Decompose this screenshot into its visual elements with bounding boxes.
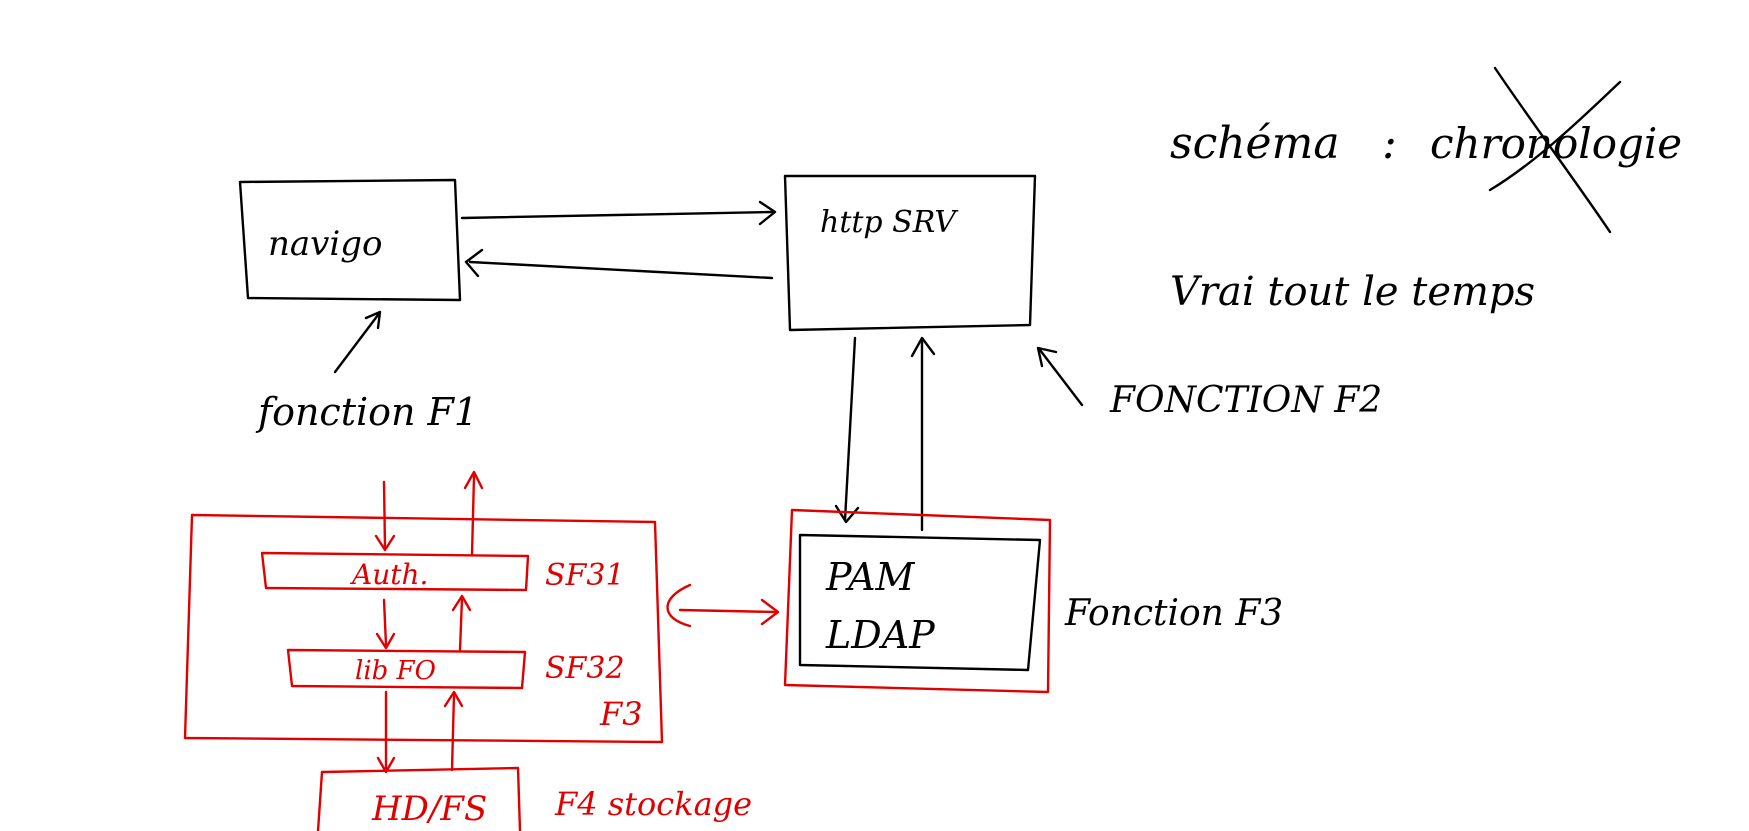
navigo-box — [238, 178, 462, 302]
navigo-node: navigo — [238, 178, 462, 302]
lib-in-arrow — [382, 598, 388, 647]
link-arrow — [678, 608, 777, 614]
auth-label: Auth. — [349, 558, 428, 591]
auth-in-arrowhead — [374, 534, 396, 552]
navigo-label: navigo — [268, 224, 382, 264]
lib-fo-tag: SF32 — [545, 651, 625, 686]
f2-pointer — [1036, 346, 1084, 407]
title-word: schéma — [1170, 118, 1340, 169]
request-arrowhead — [758, 200, 777, 226]
pam-ldap-red-outline — [783, 508, 1052, 694]
hd-out-arrowhead — [443, 690, 464, 708]
http-srv-label: http SRV — [820, 205, 959, 240]
title-struck-word: chronologie — [1430, 119, 1682, 168]
f2-arrowhead — [1036, 346, 1058, 368]
f1-arrowhead — [364, 310, 382, 330]
auth-out-arrow — [470, 474, 476, 557]
ldap-label: LDAP — [825, 613, 936, 657]
link-arrowhead — [760, 598, 780, 626]
f1-pointer — [333, 310, 382, 374]
down-arrow — [843, 336, 857, 522]
title-separator: : — [1382, 118, 1397, 169]
auth-out-arrowhead — [463, 470, 484, 490]
hd-out-arrow — [450, 692, 456, 772]
down-arrowhead — [834, 504, 860, 524]
f3-subsystem-box — [183, 513, 664, 744]
response-arrow — [468, 260, 774, 280]
f1-arrow — [333, 313, 380, 374]
f3-subsystem-label: F3 — [599, 695, 643, 733]
subsystem-pam-arrow — [666, 583, 780, 628]
navigo-http-arrows — [460, 200, 777, 280]
hd-fs-label: HD/FS — [371, 789, 487, 829]
note-text: Vrai tout le temps — [1170, 269, 1535, 315]
hd-fs-node: HD/FS F4 stockage — [316, 766, 752, 831]
auth-in-arrow — [382, 480, 387, 550]
auth-tag: SF31 — [545, 558, 625, 593]
http-srv-node: http SRV — [783, 174, 1037, 332]
http-srv-box — [783, 174, 1037, 332]
lib-fo-box — [286, 648, 527, 690]
f2-label: FONCTION F2 — [1109, 380, 1382, 421]
lib-out-arrowhead — [451, 594, 472, 612]
link-tail — [666, 583, 692, 628]
pam-label: PAM — [825, 555, 916, 599]
strike-cross — [1488, 66, 1622, 234]
hd-in-arrowhead — [376, 756, 396, 774]
request-arrow — [460, 210, 774, 220]
f3-subsystem: F3 Auth. SF31 lib FO SF32 — [183, 470, 664, 774]
http-pam-arrows — [834, 336, 936, 532]
f2-arrow — [1038, 348, 1084, 407]
response-arrowhead — [464, 248, 484, 278]
up-arrowhead — [910, 336, 936, 358]
f1-label: fonction F1 — [255, 390, 478, 434]
hd-fs-box — [316, 766, 522, 831]
lib-in-arrowhead — [375, 632, 396, 650]
hd-fs-tag: F4 stockage — [554, 785, 752, 823]
auth-box — [260, 551, 530, 592]
lib-out-arrow — [458, 596, 464, 652]
f3-label: Fonction F3 — [1064, 593, 1283, 634]
pam-ldap-box — [798, 533, 1042, 672]
pam-ldap-node: PAM LDAP — [783, 508, 1052, 694]
lib-fo-label: lib FO — [355, 656, 436, 686]
